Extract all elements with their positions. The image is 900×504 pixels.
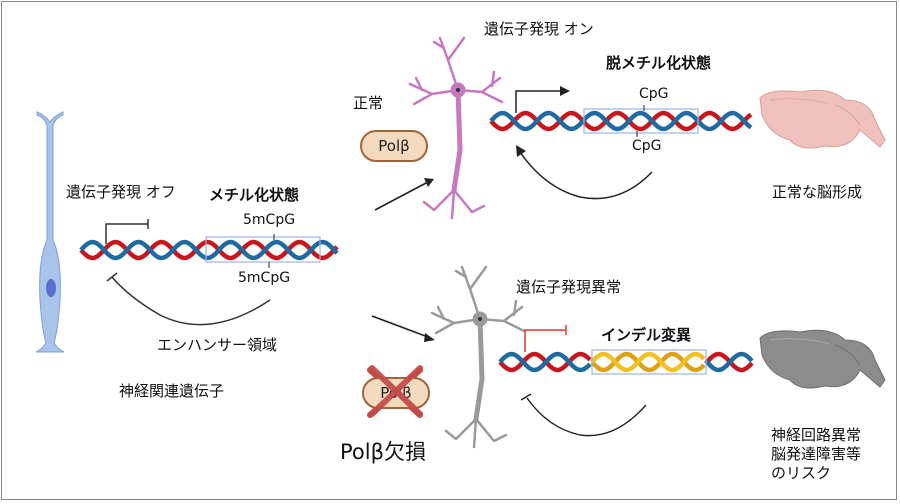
demethylated-region-box xyxy=(583,108,699,134)
normal-brain-icon xyxy=(759,89,886,149)
enhancer-repression-arc-abnormal xyxy=(520,393,647,437)
nucleus xyxy=(456,88,460,92)
dna-strand-b xyxy=(590,351,706,373)
normal-condition-label: 正常 xyxy=(353,94,384,112)
dna-strand-b xyxy=(498,351,592,373)
methylation-state-label: メチル化状態 xyxy=(209,186,300,204)
risk-line-3: のリスク xyxy=(771,463,832,482)
cpg-site-top-label: CpG xyxy=(639,86,669,102)
promoter-blocked-icon xyxy=(105,223,148,244)
expression-abnormal-label: 遺伝子発現異常 xyxy=(516,278,622,296)
polb-deficiency-label: Polβ欠損 xyxy=(340,440,426,464)
promoter-abnormal-icon xyxy=(524,325,567,352)
enhancer-activation-arc xyxy=(516,145,653,200)
normal-neuron-icon xyxy=(408,36,504,220)
polb-protein-normal: Polβ xyxy=(360,130,428,162)
risk-line-2: 脳発達障害等 xyxy=(771,444,862,463)
dna-helix-methylated xyxy=(79,239,339,261)
abnormal-brain-icon xyxy=(759,329,886,389)
expression-on-label: 遺伝子発現 オン xyxy=(484,20,594,38)
indel-mutation-label: インデル変異 xyxy=(601,326,692,344)
abnormal-neuron-icon xyxy=(430,265,526,449)
nucleus xyxy=(478,317,482,321)
risk-line-1: 神経回路異常 xyxy=(771,426,862,444)
indel-region-box xyxy=(591,349,707,375)
nucleus xyxy=(46,279,56,297)
arrow-to-deficient-icon xyxy=(371,315,435,342)
methyl-site-top-label: 5mCpG xyxy=(243,212,296,228)
cpg-site-bottom-label: CpG xyxy=(632,138,662,154)
enhancer-repression-arc xyxy=(111,276,271,326)
dna-helix-indel xyxy=(498,351,754,373)
neural-gene-label: 神経関連遺伝子 xyxy=(119,382,225,400)
expression-off-label: 遺伝子発現 オフ xyxy=(66,183,176,201)
dna-strand-b xyxy=(704,351,754,373)
dna-helix-demethylated xyxy=(489,110,753,132)
dna-strand-a xyxy=(79,239,339,261)
methylated-region-box xyxy=(205,236,321,263)
methyl-site-bottom-label: 5mCpG xyxy=(238,270,291,286)
dna-strand-b xyxy=(489,110,753,132)
enhancer-region-label: エンハンサー領域 xyxy=(157,336,278,354)
dna-strand-a xyxy=(489,110,753,132)
neural-risk-label: 神経回路異常 脳発達障害等 のリスク xyxy=(771,426,900,482)
arrow-to-normal-icon xyxy=(374,178,434,211)
demethylation-state-label: 脱メチル化状態 xyxy=(606,54,712,72)
polb-protein-deficient: Polβ xyxy=(362,377,430,409)
dna-strand-b xyxy=(79,239,339,261)
promoter-active-icon xyxy=(515,86,570,113)
progenitor-cell-icon xyxy=(35,111,65,353)
normal-brain-label: 正常な脳形成 xyxy=(772,183,863,201)
